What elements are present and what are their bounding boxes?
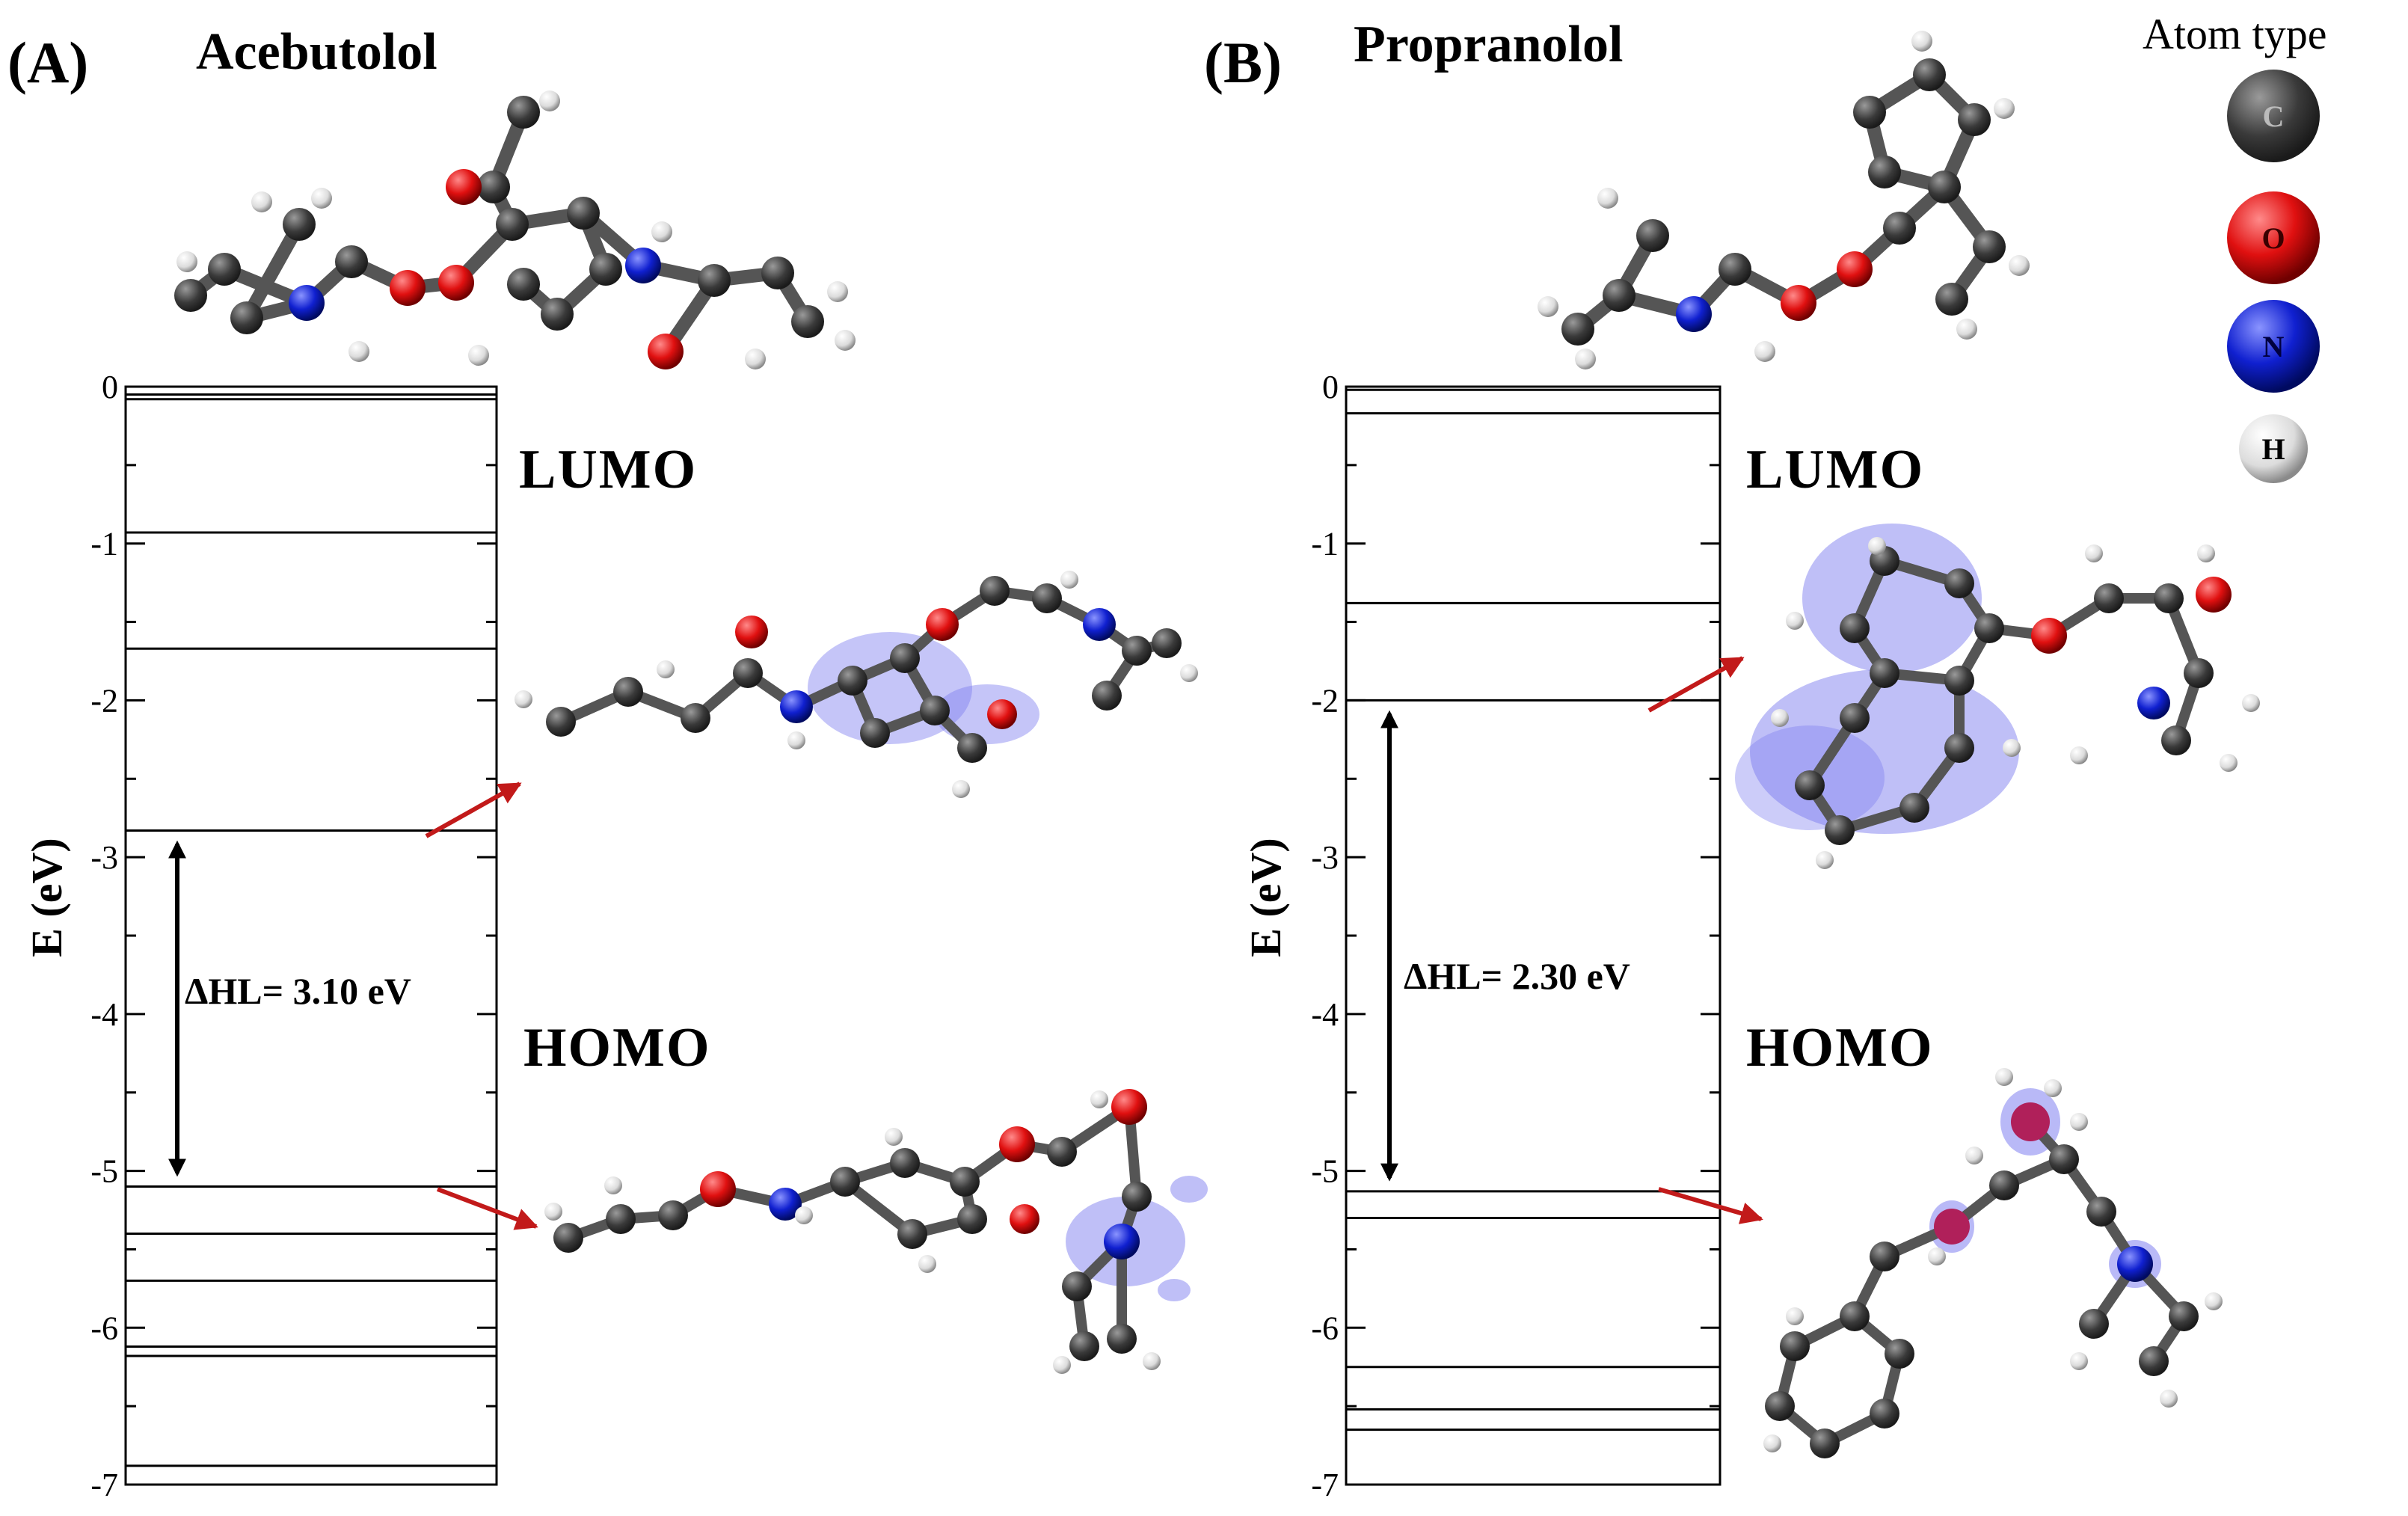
panel-a-energy-levels <box>126 393 497 1467</box>
y-tick-label: -4 <box>1311 996 1339 1033</box>
panel-b: (B) Propranolol 0-1- <box>1204 16 2260 1503</box>
panel-b-homo-arrow <box>1658 1187 1763 1224</box>
legend-atom-o-label: O <box>2261 221 2285 255</box>
panel-a-lumo-label: LUMO <box>519 439 697 500</box>
y-tick-label: -2 <box>90 682 118 719</box>
y-tick-label: -5 <box>1311 1153 1339 1190</box>
y-tick-label: -3 <box>90 839 118 876</box>
panel-b-homo-orbital <box>1763 1068 2223 1458</box>
panel-b-plot-frame <box>1345 385 1721 1486</box>
panel-a-lumo-arrow <box>425 782 522 838</box>
propranolol-atoms <box>1538 31 2030 369</box>
panel-a-gap-label: ΔHL= 3.10 eV <box>185 970 411 1012</box>
panel-a-label: (A) <box>7 30 88 95</box>
legend-atom-n-sphere <box>2227 300 2320 393</box>
y-tick-label: -6 <box>1311 1310 1339 1346</box>
legend-title: Atom type <box>2143 10 2326 58</box>
panel-b-gap-label: ΔHL= 2.30 eV <box>1404 955 1630 997</box>
y-tick-label: -1 <box>90 526 118 562</box>
panel-b-lumo-orbital <box>1735 524 2260 869</box>
panel-a-title: Acebutolol <box>196 23 437 81</box>
legend-items: C O N H <box>2227 70 2320 483</box>
y-tick-label: -5 <box>90 1153 118 1190</box>
legend-atom-c-sphere <box>2227 70 2320 162</box>
panel-b-lumo-arrow <box>1647 656 1745 713</box>
panel-b-title: Propranolol <box>1354 16 1623 73</box>
panel-a: (A) Acebutolol <box>7 23 1208 1503</box>
y-tick-label: -7 <box>90 1467 118 1503</box>
legend-atom-h-sphere <box>2239 414 2308 483</box>
panel-b-homo-label: HOMO <box>1746 1017 1934 1078</box>
atom-type-legend: Atom type C O N H <box>2143 10 2326 483</box>
panel-b-y-ticks: 0 -1 -2 -3 -4 -5 -6 -7 <box>1311 369 1720 1503</box>
panel-a-plot-frame <box>124 385 498 1486</box>
panel-b-energy-levels <box>1346 388 1720 1431</box>
y-tick-label: -2 <box>1311 682 1339 719</box>
panel-a-homo-label: HOMO <box>523 1017 711 1078</box>
panel-a-homo-orbital <box>544 1089 1208 1374</box>
y-tick-label: 0 <box>102 369 118 405</box>
panel-b-label: (B) <box>1204 30 1282 95</box>
legend-atom-n-label: N <box>2263 330 2285 363</box>
panel-a-y-ticks: 0 -1 -2 -3 -4 -5 -6 -7 <box>90 369 497 1503</box>
legend-atom-c-label: C <box>2263 99 2285 133</box>
y-tick-label: -4 <box>90 996 118 1033</box>
y-tick-label: -7 <box>1311 1467 1339 1503</box>
y-tick-label: -1 <box>1311 526 1339 562</box>
y-tick-label: 0 <box>1322 369 1339 405</box>
propranolol-structure <box>1571 68 1996 336</box>
panel-a-lumo-orbital <box>515 571 1198 798</box>
legend-atom-o-sphere <box>2227 191 2320 284</box>
y-tick-label: -3 <box>1311 839 1339 876</box>
y-tick-label: -6 <box>90 1310 118 1346</box>
panel-a-y-axis-label: E (eV) <box>22 838 71 957</box>
panel-b-y-axis-label: E (eV) <box>1241 838 1290 957</box>
panel-a-homo-arrow <box>436 1187 538 1230</box>
legend-atom-h-label: H <box>2261 432 2285 466</box>
acebutolol-atoms <box>174 90 856 369</box>
panel-b-lumo-label: LUMO <box>1746 439 1924 500</box>
